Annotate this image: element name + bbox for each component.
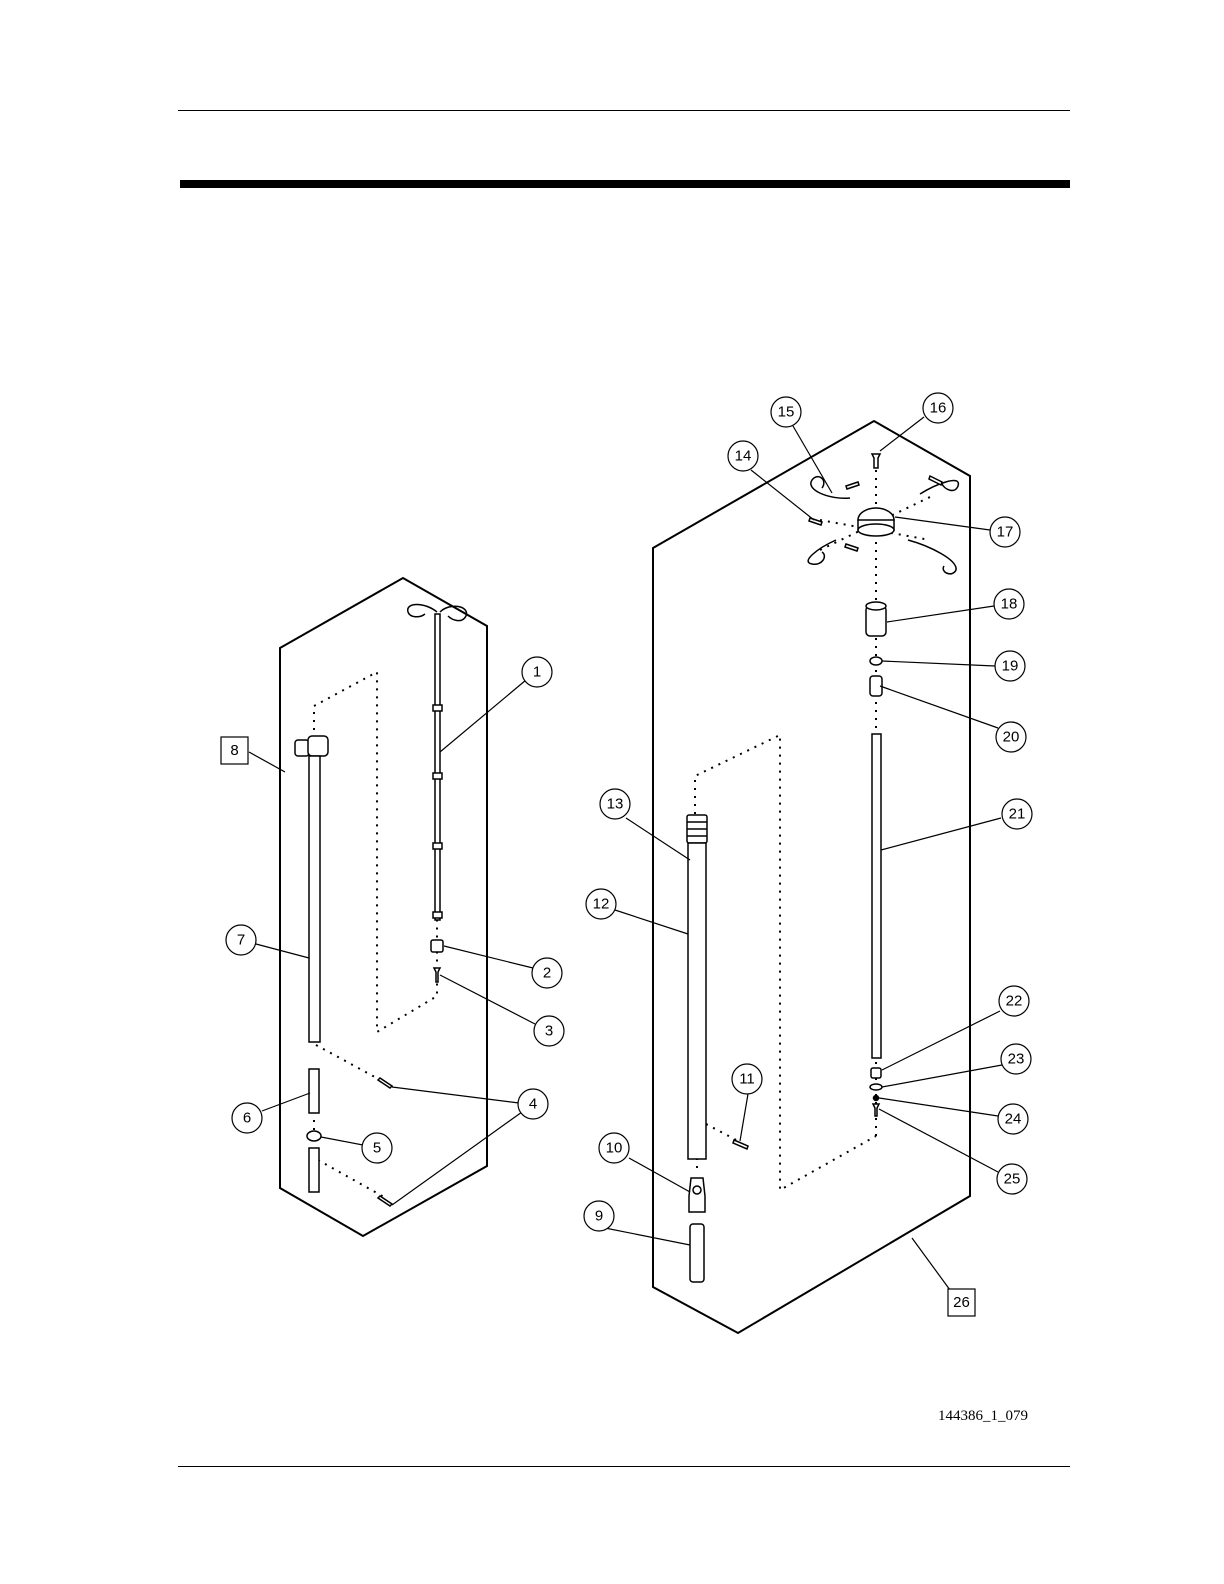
leader-21: [881, 818, 1001, 850]
rod-notch: [433, 773, 442, 779]
leader-4-lower: [392, 1112, 522, 1205]
callout-label-22: 22: [1006, 993, 1023, 1010]
tube-part-12: [688, 843, 706, 1159]
screw-part-16: [872, 454, 880, 468]
leader-20: [880, 686, 998, 728]
screw-part-3: [434, 968, 440, 982]
right-dotted-link-pin: [706, 1124, 740, 1142]
fitting-hole: [693, 1186, 701, 1194]
leader-11: [740, 1094, 748, 1141]
leader-25: [879, 1109, 998, 1172]
hook-part-15-a: [811, 477, 850, 499]
clamp-knob-part-8: [295, 740, 309, 756]
leader-1: [440, 680, 526, 752]
leader-13: [626, 818, 690, 860]
callout-label-14: 14: [735, 448, 752, 465]
left-dotted-link-lower: [318, 1160, 384, 1197]
leader-14: [751, 470, 814, 520]
leader-10: [629, 1158, 690, 1192]
leader-15: [793, 426, 832, 493]
leader-7: [256, 944, 309, 958]
washer-part-19: [870, 657, 882, 665]
left-dotted-link-upper: [316, 1045, 384, 1082]
callout-label-7: 7: [237, 932, 245, 949]
pin-part-4-upper: [378, 1078, 392, 1088]
callout-label-10: 10: [606, 1140, 623, 1157]
right-dotted-outline: [695, 735, 876, 1190]
pin-part-14-a: [809, 518, 822, 525]
callout-label-21: 21: [1009, 806, 1026, 823]
leader-26: [912, 1238, 950, 1290]
pin-part-4-lower: [378, 1196, 392, 1206]
leader-23: [882, 1065, 1002, 1087]
leader-6: [262, 1093, 310, 1111]
left-dotted-outline: [314, 620, 437, 1032]
screw-part-25: [873, 1104, 879, 1116]
ball-part-24: [874, 1096, 879, 1101]
callout-label-9: 9: [595, 1208, 603, 1225]
leader-18: [887, 606, 994, 622]
pin-part-14-b: [846, 482, 859, 489]
callout-label-13: 13: [607, 796, 624, 813]
rod-part-21: [872, 734, 881, 1058]
callout-label-20: 20: [1003, 729, 1020, 746]
pin-part-11: [733, 1140, 748, 1149]
callout-label-3: 3: [545, 1023, 553, 1040]
callout-label-16: 16: [930, 400, 947, 417]
callout-label-5: 5: [373, 1140, 381, 1157]
callout-label-17: 17: [997, 524, 1014, 541]
lower-tube: [309, 1148, 319, 1192]
leader-4-upper: [392, 1087, 519, 1103]
ring-part-5: [307, 1131, 321, 1141]
leader-5: [321, 1137, 363, 1145]
leader-24: [879, 1098, 998, 1116]
pin-part-14-c: [929, 476, 942, 485]
callout-label-2: 2: [543, 965, 551, 982]
callout-label-4: 4: [529, 1096, 537, 1113]
rod-notch: [433, 705, 442, 711]
nut-part-22: [871, 1068, 881, 1078]
callout-label-1: 1: [533, 664, 541, 681]
sleeve-part-6: [309, 1069, 319, 1113]
callout-label-15: 15: [778, 404, 795, 421]
callout-label-24: 24: [1005, 1111, 1022, 1128]
hook-part-15-d: [908, 540, 956, 574]
leader-17: [895, 517, 990, 530]
rod-notch: [433, 843, 442, 849]
callout-label-6: 6: [243, 1110, 251, 1127]
leader-19: [882, 661, 995, 666]
footer-rule: [178, 1466, 1070, 1467]
post-part-9: [690, 1224, 704, 1282]
rod-notch: [433, 912, 442, 918]
leader-12: [615, 910, 688, 934]
callout-label-11: 11: [739, 1071, 755, 1088]
leader-22: [882, 1011, 1000, 1070]
pin-part-14-d: [845, 544, 858, 551]
leader-2: [444, 946, 533, 968]
callout-label-8: 8: [230, 742, 238, 759]
knob-top: [866, 602, 886, 610]
iv-pole-rod-part-1: [435, 614, 440, 920]
washer-part-23: [870, 1084, 882, 1090]
clamp-body: [308, 736, 328, 756]
callout-label-23: 23: [1008, 1051, 1025, 1068]
figure-id: 144386_1_079: [938, 1408, 1028, 1425]
hook-part-15-c: [808, 540, 836, 564]
hub-base: [858, 524, 894, 536]
tube-part-7: [309, 756, 320, 1042]
callout-label-26: 26: [953, 1294, 970, 1311]
callout-label-12: 12: [593, 896, 610, 913]
callout-label-19: 19: [1002, 658, 1019, 675]
callout-label-18: 18: [1001, 596, 1018, 613]
leader-9: [600, 1227, 690, 1245]
fitting-part-10: [689, 1178, 705, 1212]
callout-label-25: 25: [1004, 1171, 1021, 1188]
nut-part-2: [431, 940, 443, 952]
